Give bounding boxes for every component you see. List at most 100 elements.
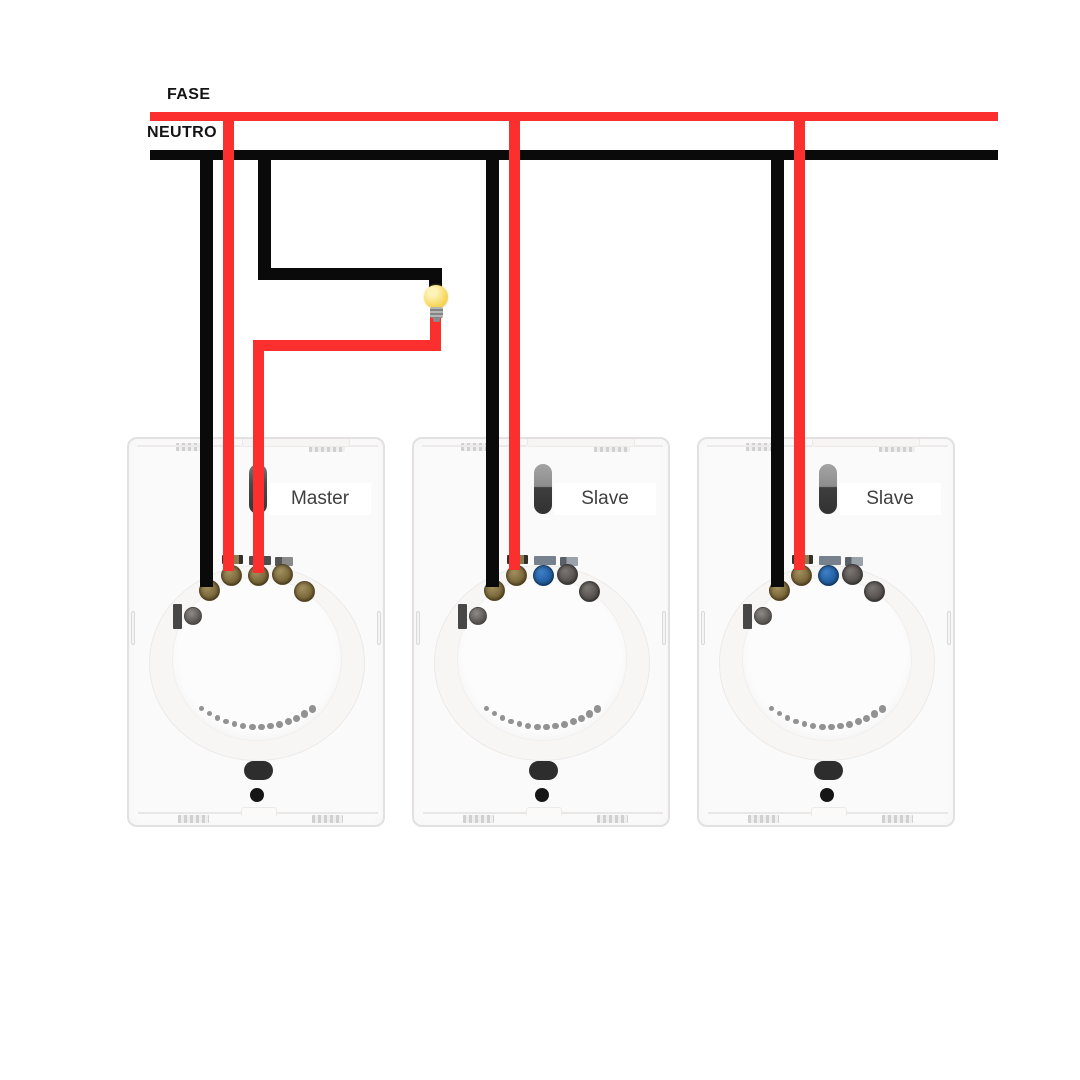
vent-dot — [810, 722, 817, 729]
vent-dot — [249, 723, 256, 730]
fase-wire-slave-1 — [509, 113, 520, 570]
case-seam — [707, 445, 812, 447]
fase-label: FASE — [167, 86, 211, 103]
terminal-screw-4 — [842, 564, 863, 585]
case-seam — [138, 812, 241, 814]
side-notch — [947, 611, 951, 645]
vent-dot — [863, 714, 871, 722]
vent-dot — [240, 722, 247, 729]
vent-dot — [231, 721, 238, 728]
molding-mark — [594, 444, 630, 452]
bulb-glass — [424, 285, 448, 309]
vent-dot — [819, 723, 826, 730]
side-notch — [416, 611, 420, 645]
relay-module — [457, 577, 627, 741]
terminal-screw-5 — [579, 581, 600, 602]
molding-mark — [879, 444, 915, 452]
mounting-screw — [754, 607, 772, 625]
vent-dot — [258, 723, 265, 731]
vent-dot — [552, 722, 559, 730]
reset-button — [814, 761, 843, 780]
terminal-screw-4 — [272, 564, 293, 585]
bulb-base — [430, 307, 443, 318]
molding-mark — [746, 443, 782, 451]
relay-module — [742, 577, 912, 741]
switch-label: Slave — [554, 483, 656, 515]
terminal-slot — [845, 557, 863, 566]
neutro-label: NEUTRO — [147, 124, 217, 141]
reset-button — [529, 761, 558, 780]
vent-dot — [878, 704, 887, 713]
fase-wire-slave-2 — [794, 113, 805, 570]
vent-dot — [507, 718, 514, 725]
light-bulb — [424, 285, 449, 325]
case-tab — [241, 807, 277, 816]
case-seam — [275, 812, 378, 814]
vent-dot — [586, 710, 594, 718]
switch-label: Master — [269, 483, 371, 515]
neutro-bus-wire — [150, 150, 998, 160]
vent-dot — [222, 718, 229, 725]
vent-dot — [206, 711, 212, 717]
switch-label-text: Slave — [581, 488, 629, 509]
vent-dot — [837, 722, 844, 730]
vent-dot — [525, 722, 532, 729]
side-notch — [377, 611, 381, 645]
load-wire-lamp — [253, 340, 441, 351]
neutro-wire-lamp — [258, 154, 271, 280]
terminal-screw-3 — [533, 565, 554, 586]
vent-dot — [569, 718, 577, 726]
vent-dot — [801, 721, 808, 728]
switch-label-text: Slave — [866, 488, 914, 509]
vent-dot — [828, 723, 835, 731]
vent-dot — [792, 718, 799, 725]
case-seam — [708, 812, 811, 814]
terminal-slot — [275, 557, 293, 566]
terminal-slot — [560, 557, 578, 566]
vent-dot — [267, 722, 274, 730]
reset-button — [244, 761, 273, 780]
vent-dot — [846, 720, 853, 728]
load-wire-lamp — [253, 340, 264, 573]
side-notch — [131, 611, 135, 645]
molding-mark — [748, 815, 779, 823]
molding-mark — [176, 443, 212, 451]
vent-dot — [871, 710, 879, 718]
molding-mark — [463, 815, 494, 823]
molding-mark — [461, 443, 497, 451]
case-recess — [527, 439, 635, 447]
switch-slave-1: Slave — [412, 437, 670, 827]
side-notch — [701, 611, 705, 645]
fase-wire-master — [223, 113, 234, 571]
case-seam — [560, 812, 663, 814]
switch-label-text: Master — [290, 488, 350, 509]
mounting-screw — [469, 607, 487, 625]
vent-dot — [293, 714, 301, 722]
case-seam — [845, 812, 948, 814]
vent-dot — [561, 720, 568, 728]
case-recess — [242, 439, 350, 447]
case-seam — [633, 445, 663, 447]
load-wire-lamp — [430, 315, 441, 351]
indicator-dot — [535, 788, 549, 802]
bulb-tip — [433, 318, 440, 322]
vent-dot — [534, 723, 541, 730]
indicator-dot — [820, 788, 834, 802]
vent-dot — [491, 711, 497, 717]
vent-dot — [776, 711, 782, 717]
side-slot — [173, 604, 182, 629]
case-recess — [812, 439, 920, 447]
molding-mark — [309, 444, 345, 452]
vent-dot — [499, 715, 505, 721]
switch-slave-2: Slave — [697, 437, 955, 827]
case-seam — [422, 445, 527, 447]
case-seam — [918, 445, 948, 447]
vent-dot — [784, 715, 790, 721]
toggle-slot — [534, 464, 552, 514]
molding-mark — [312, 815, 343, 823]
vent-dot — [854, 718, 862, 726]
molding-mark — [882, 815, 913, 823]
toggle-slot — [819, 464, 837, 514]
mounting-screw — [184, 607, 202, 625]
